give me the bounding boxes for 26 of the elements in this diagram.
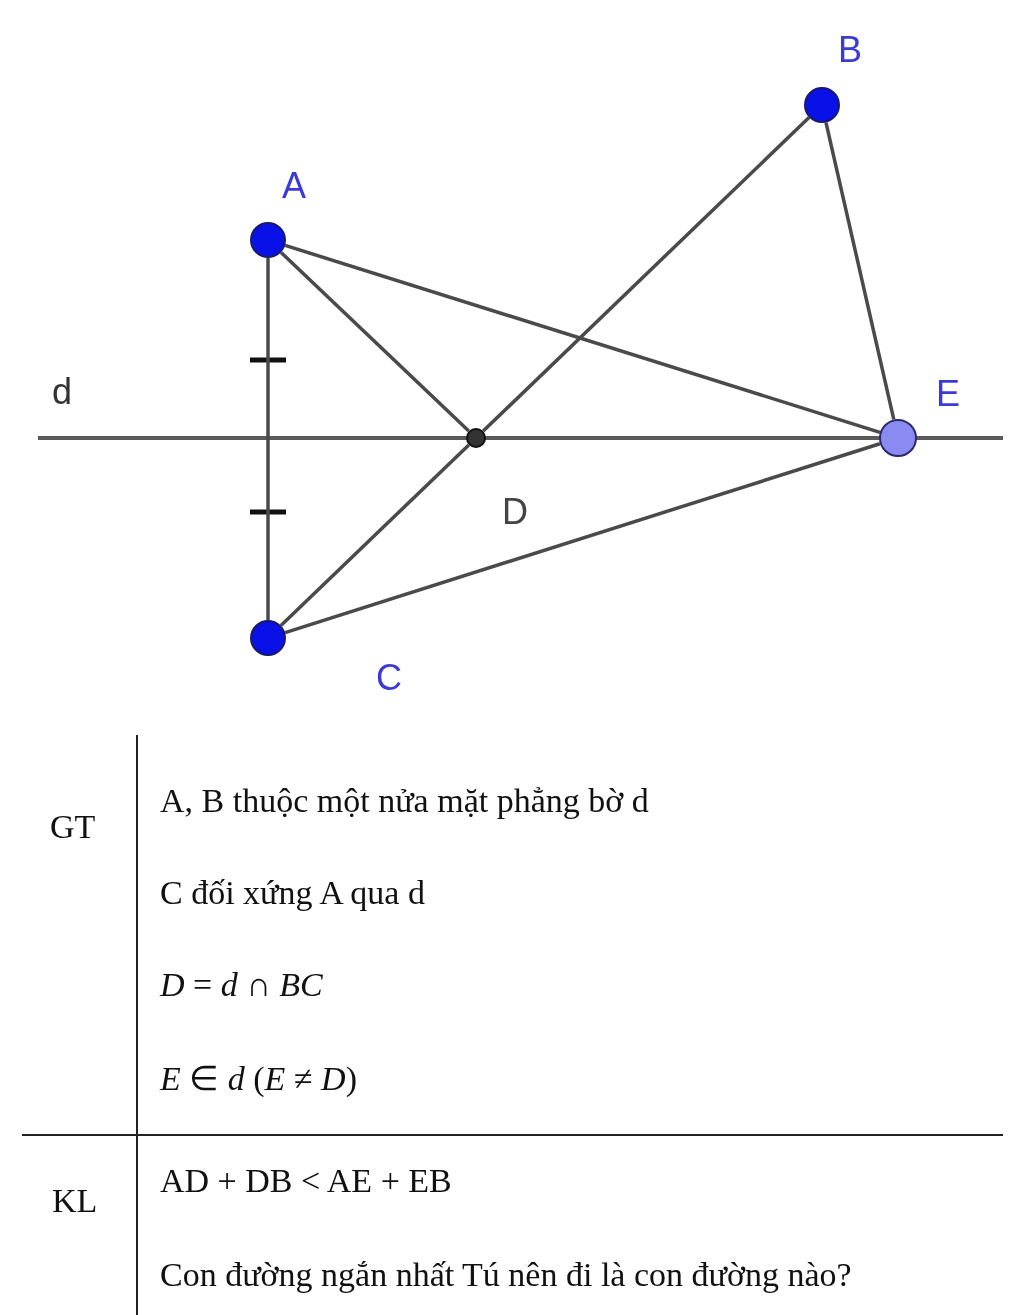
point-label: D [502, 494, 528, 530]
point-label: C [376, 660, 402, 696]
point-label: B [838, 32, 862, 68]
table-text: A, B thuộc một nửa mặt phẳng bờ d [160, 782, 649, 820]
table-text: C đối xứng A qua d [160, 874, 425, 912]
table-text: GT [50, 808, 96, 846]
point-dot [466, 428, 486, 448]
line-label: d [52, 374, 73, 410]
point-dot [250, 222, 286, 258]
point-dot [804, 87, 840, 123]
line-segment [284, 243, 881, 434]
line-segment [284, 442, 881, 635]
line-segment [824, 122, 896, 420]
table-text: KL [52, 1182, 98, 1220]
line-segment [279, 443, 470, 627]
point-label: E [936, 376, 960, 412]
table-text: D = d ∩ BC [160, 966, 323, 1004]
table-text: Con đường ngắn nhất Tú nên đi là con đường nào? [160, 1256, 852, 1294]
line-segment [266, 258, 270, 620]
line-segment [482, 116, 811, 433]
point-dot [879, 419, 917, 457]
line-segment [279, 251, 470, 433]
point-label: A [282, 168, 306, 204]
table-text: AD + DB < AE + EB [160, 1162, 452, 1200]
table-text: E ∈ d (E ≠ D) [160, 1060, 357, 1098]
point-dot [250, 620, 286, 656]
